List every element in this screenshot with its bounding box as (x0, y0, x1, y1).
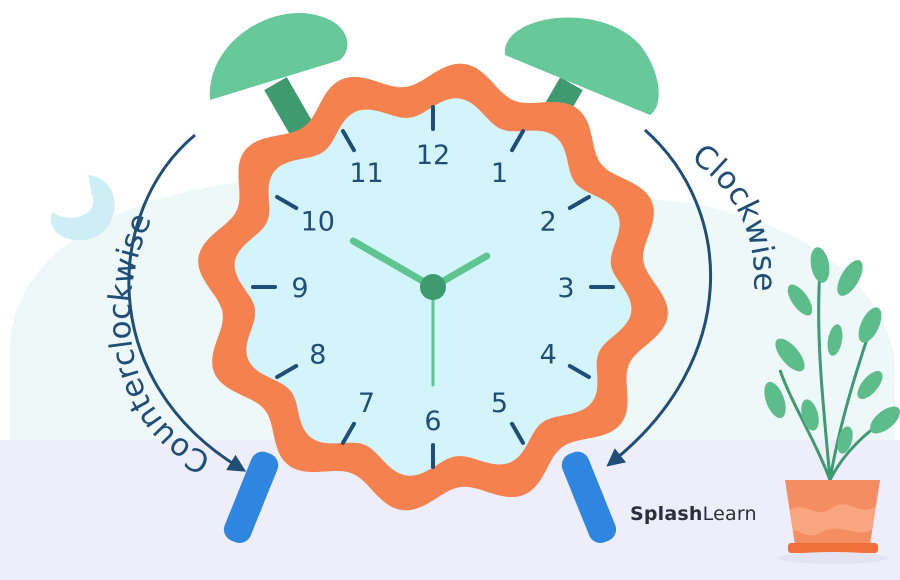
plant-pot-pattern (790, 504, 876, 536)
left-bell-icon (209, 12, 348, 100)
clock-tick (341, 421, 356, 445)
potted-plant (764, 247, 900, 564)
clock-center-cap (420, 274, 446, 300)
clock-tick (341, 129, 356, 153)
counterclockwise-arrow (127, 133, 247, 472)
clock-left-leg (223, 451, 279, 543)
clock-ticks (251, 105, 615, 469)
clock-number: 2 (540, 207, 557, 238)
clock-tick (567, 195, 591, 210)
clock-tick (275, 195, 299, 210)
clock-minute-hand (349, 237, 437, 291)
brand-part-1: Splash (630, 503, 703, 525)
clock-number: 3 (557, 273, 574, 304)
splashlearn-logo: SplashLearn (630, 503, 757, 525)
right-bell-icon (504, 17, 659, 115)
clock-number: 4 (540, 340, 557, 371)
clock-number: 1 (491, 158, 508, 189)
clock-right-leg (561, 451, 617, 543)
plant-shadow (778, 552, 888, 564)
clockwise-arrow (606, 128, 713, 467)
plant-pot-base (788, 543, 878, 553)
brand-part-2: Learn (702, 503, 757, 525)
clock-tick (567, 364, 591, 379)
clock-tick (275, 364, 299, 379)
clock-tick (510, 421, 525, 445)
clock-number: 9 (291, 273, 308, 304)
clock-tick (510, 129, 525, 153)
bubble-shape (50, 175, 115, 241)
floor-shape (0, 440, 900, 580)
plant-leaves (764, 247, 900, 454)
left-bell-stem (264, 77, 315, 138)
clock-number: 12 (416, 140, 450, 171)
clock-number: 8 (309, 340, 326, 371)
clock-number: 11 (349, 158, 383, 189)
clock-number: 6 (424, 406, 441, 437)
clock-number: 5 (491, 388, 508, 419)
clock-number: 7 (358, 388, 375, 419)
clock-number: 10 (301, 207, 335, 238)
